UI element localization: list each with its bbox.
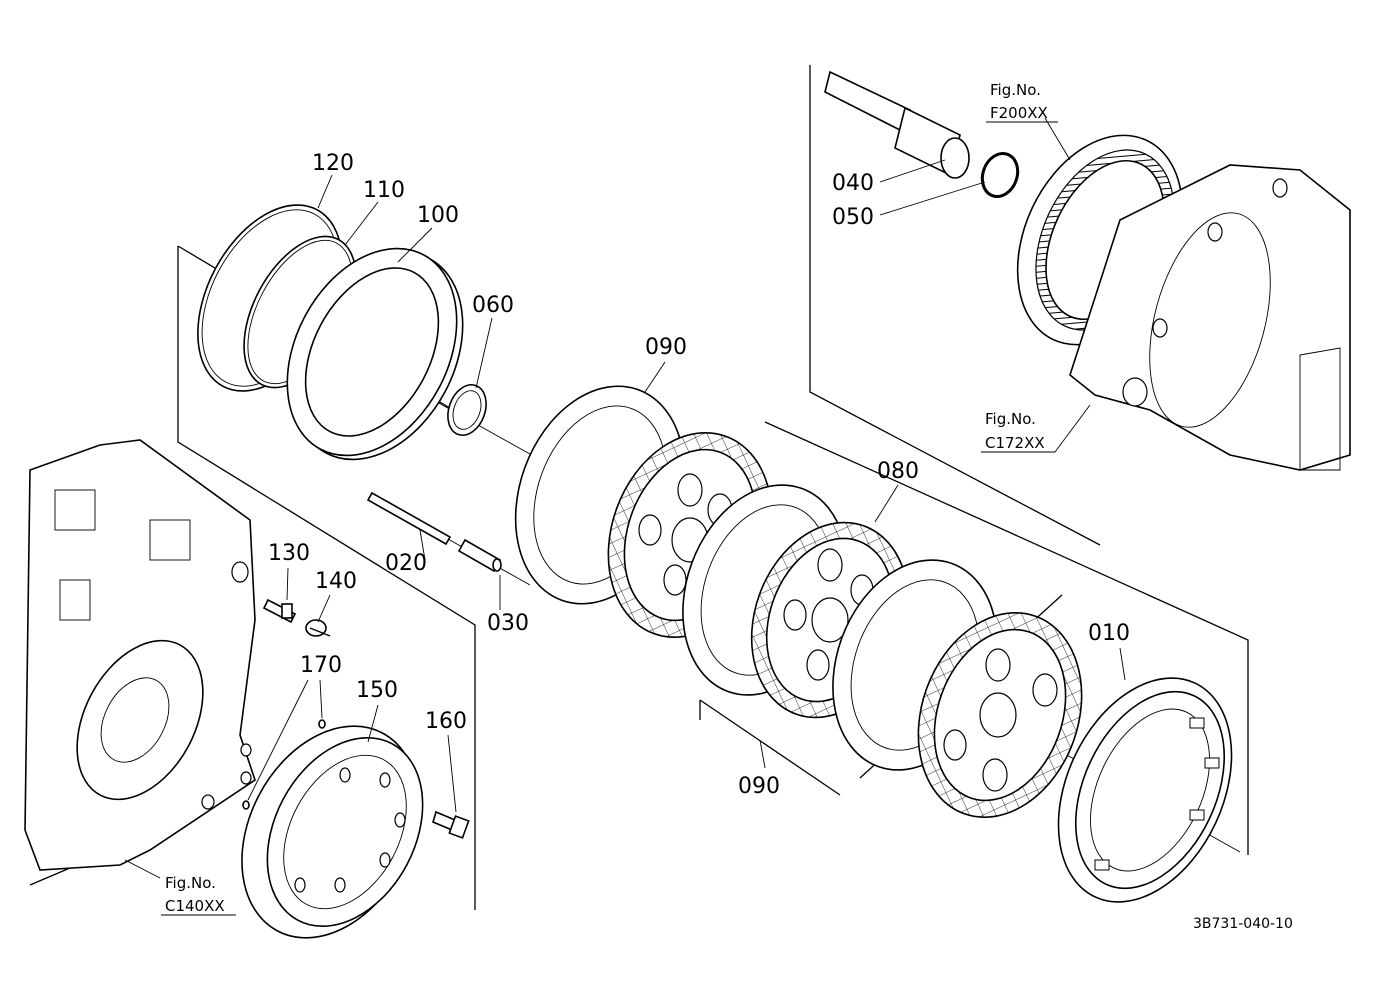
callout-030: 030 [487, 611, 529, 636]
part-130-fitting [262, 598, 297, 624]
callout-130: 130 [268, 541, 310, 566]
part-030-sleeve [457, 538, 502, 573]
callout-110: 110 [363, 178, 405, 203]
callout-090-bottom: 090 [738, 774, 780, 799]
housing-c140 [24, 439, 256, 886]
part-140-clip [305, 619, 331, 637]
part-020-pin [366, 491, 452, 546]
fig-ref-c140-code: C140XX [165, 897, 225, 915]
callout-160: 160 [425, 709, 467, 734]
assembly-frame-top-right [809, 65, 1101, 546]
part-150-cover [241, 725, 424, 939]
fig-ref-f200-code: F200XX [990, 104, 1048, 122]
fig-ref-f200: Fig.No. F200XX [986, 81, 1058, 123]
leader-lines [124, 117, 1126, 879]
part-060-snap-ring [447, 384, 487, 436]
fig-ref-c140-label: Fig.No. [165, 874, 216, 892]
fig-ref-f200-label: Fig.No. [990, 81, 1041, 99]
part-170-dowels [242, 719, 326, 810]
friction-disc-4 [917, 611, 1083, 819]
callout-140: 140 [315, 569, 357, 594]
part-040-shaft-gear [824, 70, 970, 179]
document-id: 3B731-040-10 [1193, 916, 1293, 932]
part-100-thick-ring [286, 247, 464, 461]
callout-080: 080 [877, 459, 919, 484]
callout-040: 040 [832, 171, 874, 196]
part-010-pressure-plate [1057, 677, 1233, 903]
callout-050: 050 [832, 205, 874, 230]
fig-ref-c140: Fig.No. C140XX [161, 874, 236, 916]
part-050-o-ring [980, 152, 1020, 198]
callout-060: 060 [472, 293, 514, 318]
callout-120: 120 [312, 151, 354, 176]
callout-170: 170 [300, 653, 342, 678]
callout-010: 010 [1088, 621, 1130, 646]
callout-020: 020 [385, 551, 427, 576]
fig-ref-c172: Fig.No. C172XX [981, 410, 1055, 453]
callout-090-top: 090 [645, 335, 687, 360]
housing-c172 [1069, 164, 1351, 471]
fig-ref-c172-label: Fig.No. [985, 410, 1036, 428]
callout-100: 100 [417, 203, 459, 228]
fig-ref-c172-code: C172XX [985, 434, 1045, 452]
part-160-bolt [432, 810, 470, 839]
callout-150: 150 [356, 678, 398, 703]
